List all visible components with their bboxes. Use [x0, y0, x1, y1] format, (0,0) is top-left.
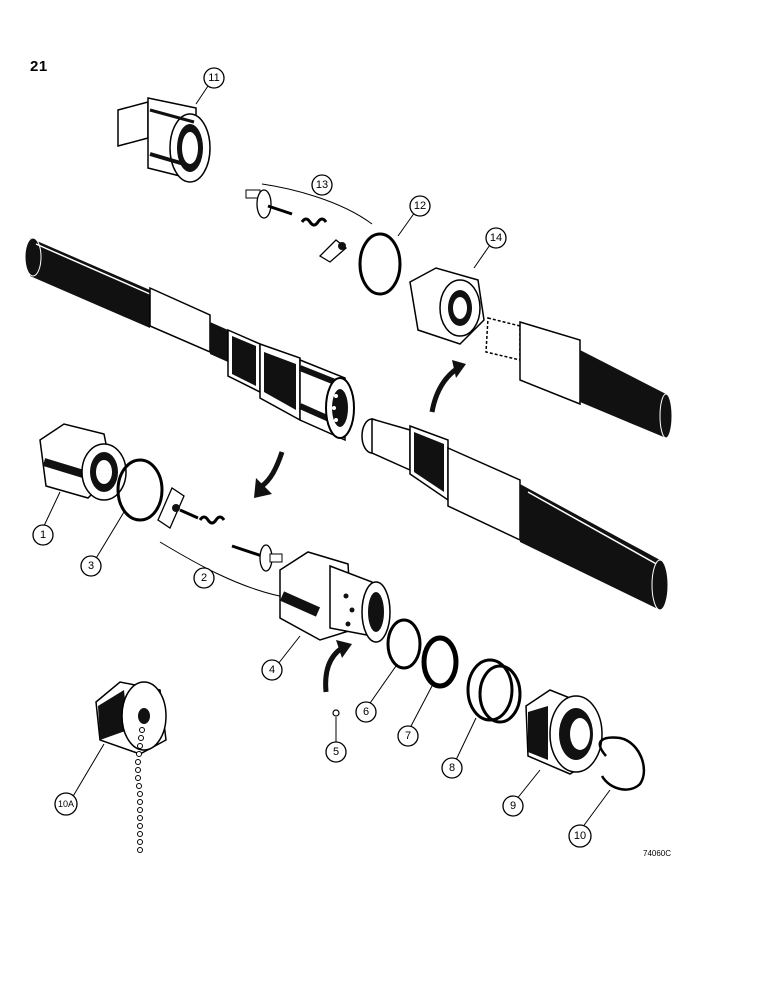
part-5-ball [332, 709, 340, 717]
callout-1-label: 1 [40, 529, 46, 541]
part-2-valve-kit [157, 487, 291, 599]
part-8-spring [466, 658, 522, 724]
callout-3-label: 3 [88, 560, 94, 572]
callout-10: 10 [568, 824, 592, 848]
upper-hose [24, 237, 228, 362]
callout-12: 12 [409, 195, 431, 217]
part-3-o-ring [116, 458, 164, 522]
callout-13: 13 [311, 174, 333, 196]
drawing-reference-number: 74060C [643, 849, 672, 858]
callout-8: 8 [441, 757, 463, 779]
callout-10-label: 10 [574, 830, 586, 842]
callout-9: 9 [502, 795, 524, 817]
part-13-valve-kit [245, 183, 373, 263]
callout-11-label: 11 [208, 72, 219, 84]
callout-14: 14 [485, 227, 507, 249]
part-10a-dust-cap [95, 681, 167, 853]
callout-2-label: 2 [201, 572, 207, 584]
callout-2: 2 [193, 567, 215, 589]
callout-10a-label: 10A [58, 799, 74, 809]
callout-8-label: 8 [449, 762, 455, 774]
male-nipple-hose-assembly [361, 418, 669, 611]
callout-6-label: 6 [363, 706, 369, 718]
leader-lines [42, 85, 611, 829]
callout-3: 3 [80, 555, 102, 577]
callout-4: 4 [261, 659, 283, 681]
part-7-ring [421, 635, 459, 689]
part-1-nut [39, 423, 127, 501]
part-10-retaining-ring [598, 736, 646, 791]
callout-14-label: 14 [490, 232, 502, 244]
callout-6: 6 [355, 701, 377, 723]
coupler-female-assembled [227, 328, 355, 442]
part-12-o-ring [358, 232, 402, 296]
callout-5: 5 [325, 741, 347, 763]
callout-7-label: 7 [405, 730, 411, 742]
callout-13-label: 13 [316, 179, 328, 191]
callout-1: 1 [32, 524, 54, 546]
callout-12-label: 12 [414, 200, 426, 212]
part-11-adapter [117, 97, 211, 183]
direction-arrows [254, 360, 466, 693]
part-4-coupler-body [279, 551, 391, 643]
callout-10a: 10A [54, 792, 78, 816]
callout-9-label: 9 [510, 800, 516, 812]
callout-11: 11 [203, 67, 225, 89]
part-9-sleeve [525, 689, 603, 775]
part-14-nut [409, 267, 673, 439]
callout-4-label: 4 [269, 664, 275, 676]
part-6-o-ring [386, 618, 422, 670]
callout-7: 7 [397, 725, 419, 747]
page-code: 21 [30, 58, 48, 75]
callout-5-label: 5 [333, 746, 339, 758]
